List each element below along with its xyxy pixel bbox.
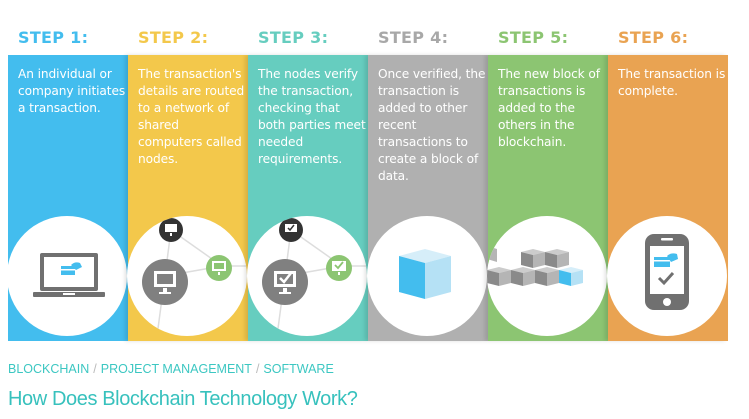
step-description: The nodes verify the transaction, checki… xyxy=(258,67,366,166)
step-label: STEP 5: xyxy=(498,28,569,47)
category-link-project-management[interactable]: PROJECT MANAGEMENT xyxy=(100,362,252,376)
steps-infographic: STEP 1: An individual or company initiat… xyxy=(7,28,728,341)
step-description: The transaction is complete. xyxy=(618,67,726,98)
step-label: STEP 1: xyxy=(18,28,89,47)
step-panel: The new block of transactions is added t… xyxy=(487,55,608,341)
step-4: STEP 4: Once verified, the transaction i… xyxy=(367,28,488,341)
step-2: STEP 2: The transaction's details are ro… xyxy=(127,28,248,341)
step-6: STEP 6: The transaction is complete. xyxy=(607,28,728,341)
category-link-blockchain[interactable]: BLOCKCHAIN xyxy=(8,362,90,376)
step-label: STEP 2: xyxy=(138,28,209,47)
step-description: The new block of transactions is added t… xyxy=(498,67,600,149)
category-link-software[interactable]: SOFTWARE xyxy=(263,362,334,376)
verified-nodes-icon xyxy=(247,216,367,336)
step-label: STEP 6: xyxy=(618,28,689,47)
step-label: STEP 4: xyxy=(378,28,449,47)
blockchain-icon xyxy=(487,216,607,336)
step-label: STEP 3: xyxy=(258,28,329,47)
article-title[interactable]: How Does Blockchain Technology Work? xyxy=(8,388,358,410)
step-description: The transaction's details are routed to … xyxy=(138,67,245,166)
step-1: STEP 1: An individual or company initiat… xyxy=(7,28,128,341)
step-5: STEP 5: The new block of transactions is… xyxy=(487,28,608,341)
data-block-icon xyxy=(367,216,487,336)
step-panel: The transaction is complete. xyxy=(607,55,728,341)
step-description: An individual or company initiates a tra… xyxy=(18,67,126,115)
step-description: Once verified, the transaction is added … xyxy=(378,67,486,183)
step-3: STEP 3: The nodes verify the transaction… xyxy=(247,28,368,341)
category-separator: / xyxy=(93,362,97,376)
category-breadcrumb: BLOCKCHAIN/PROJECT MANAGEMENT/SOFTWARE xyxy=(8,362,334,376)
step-panel: Once verified, the transaction is added … xyxy=(367,55,488,341)
category-separator: / xyxy=(255,362,260,376)
step-panel: An individual or company initiates a tra… xyxy=(7,55,128,341)
step-panel: The nodes verify the transaction, checki… xyxy=(247,55,368,341)
network-nodes-icon xyxy=(127,216,247,336)
laptop-payment-icon xyxy=(7,216,127,336)
phone-complete-icon xyxy=(607,216,727,336)
step-panel: The transaction's details are routed to … xyxy=(127,55,248,341)
